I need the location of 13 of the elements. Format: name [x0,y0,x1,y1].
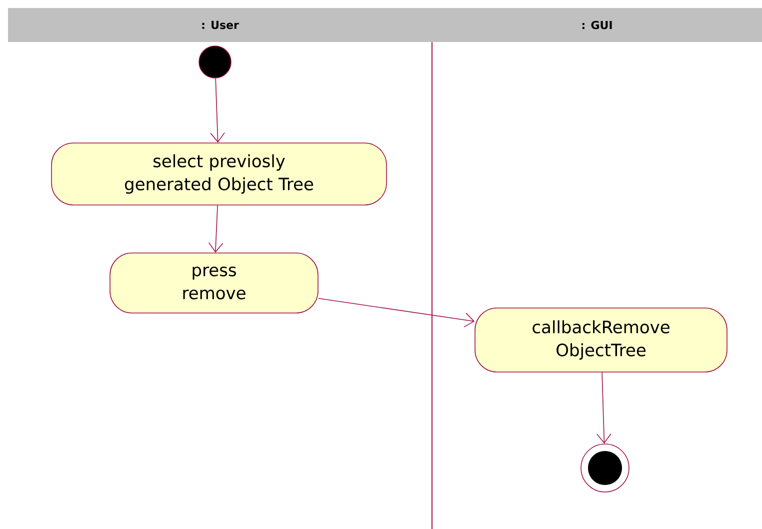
arrow [318,298,475,328]
node-label: : GUI [582,20,612,30]
lane-header: : GUI [432,8,762,42]
arrow [208,204,224,253]
action-node: press remove [110,252,318,314]
lane-header: : User [8,8,432,42]
initial-node [198,46,232,78]
arrow [210,78,225,143]
action-node: callbackRemove ObjectTree [474,308,728,372]
final-node [580,444,630,492]
action-node: select previosly generated Object Tree [51,142,387,206]
node-label: : User [202,20,239,30]
arrow [596,372,612,444]
